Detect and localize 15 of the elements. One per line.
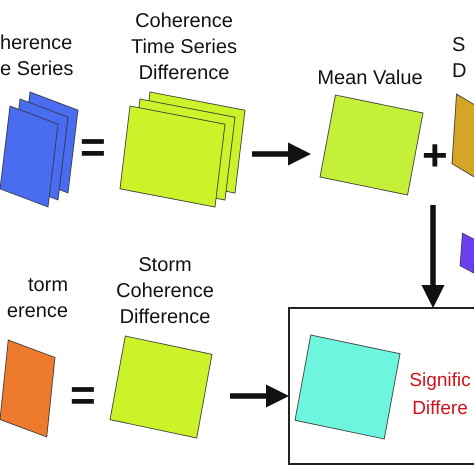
arrow bbox=[252, 142, 312, 166]
tile-label: Mean Value bbox=[316, 66, 424, 91]
arrow bbox=[421, 205, 445, 308]
tile-label: S D bbox=[452, 33, 468, 84]
tile-label: Storm Coherence Difference bbox=[115, 253, 215, 330]
result-label: Signific Differe bbox=[408, 369, 472, 421]
tile-label: Coherence Time Series Difference bbox=[130, 9, 238, 86]
arrow bbox=[230, 384, 290, 408]
operator-sign: = bbox=[70, 374, 96, 418]
operator-sign: = bbox=[80, 126, 106, 170]
result-frame bbox=[288, 307, 474, 465]
map-tile bbox=[295, 335, 400, 439]
tile-label: herence e Series bbox=[0, 31, 74, 82]
operator-sign: + bbox=[422, 134, 448, 178]
tile-label: torm erence bbox=[6, 273, 68, 324]
